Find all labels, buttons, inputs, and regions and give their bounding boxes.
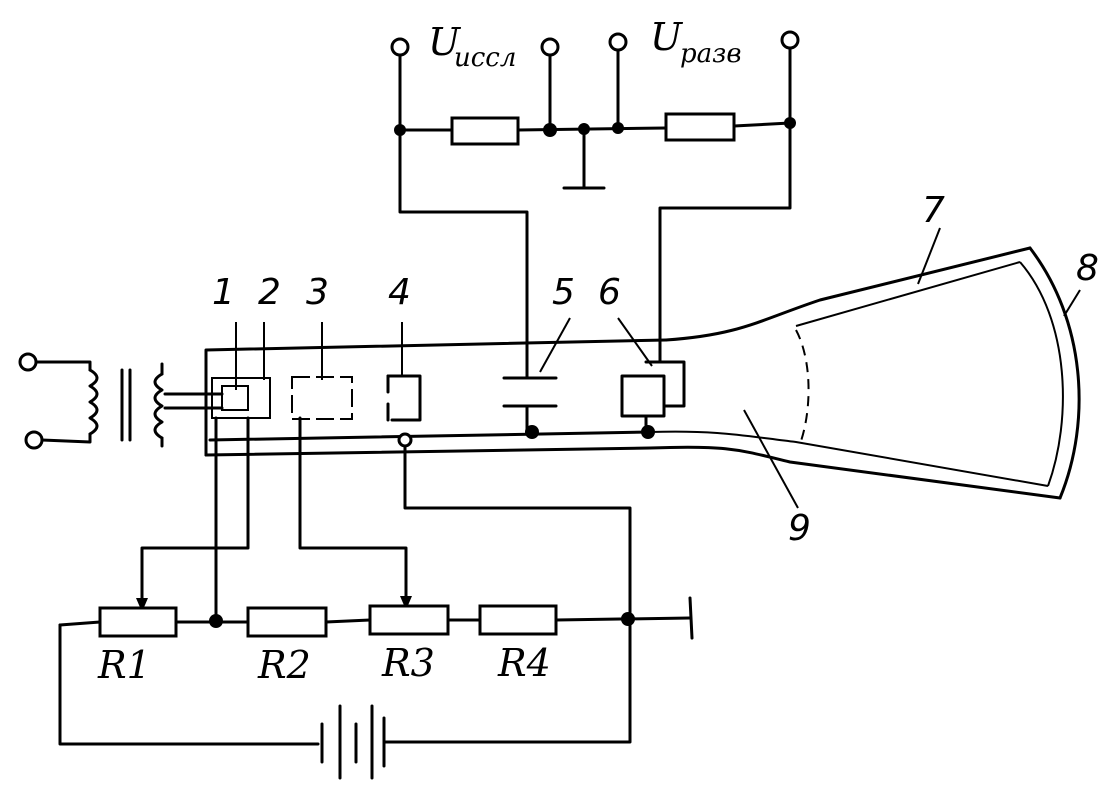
label-r2: R2 [257,643,311,687]
crt-tube [204,246,1081,500]
input-network: U иссл U разв [390,15,800,380]
label-r1: R1 [97,643,151,687]
accelerating-anode [386,374,422,422]
horizontal-deflection-plate-1 [620,374,666,418]
label-8: 8 [1076,248,1099,289]
label-u-investigated-sub: иссл [454,43,516,73]
label-3: 3 [306,272,329,313]
transformer-terminal-top [18,352,38,372]
filament-transformer [18,352,224,450]
resistor-investigated [450,116,520,146]
resistor-r2 [246,606,328,638]
transformer-terminal-bottom [24,430,44,450]
screen-inner [1019,261,1064,487]
terminal-u-investigated-right [540,37,560,57]
label-6: 6 [598,272,621,313]
transformer-primary-coil [88,368,99,436]
fluorescent-screen [795,329,810,445]
label-7: 7 [922,190,945,231]
component-labels: 1 2 3 4 5 6 7 8 9 [212,190,1099,549]
label-r4: R4 [497,641,551,685]
inner-coating [795,261,1021,327]
ground-symbol-bottom [688,596,694,640]
terminal-u-sweep-right [780,30,800,50]
label-u-sweep-sub: разв [680,39,741,69]
label-5: 5 [552,272,575,313]
battery [320,704,386,780]
resistor-r4 [478,604,558,636]
label-u-investigated-main: U [428,20,462,64]
cathode-heater [211,377,271,419]
resistor-sweep [664,112,736,142]
label-4: 4 [388,272,411,313]
terminal-u-sweep-left [608,32,628,52]
transformer-secondary-coil [153,372,164,440]
label-1: 1 [212,272,235,313]
label-r3: R3 [381,641,435,685]
resistor-r1 [98,606,178,638]
voltage-divider: R1 R2 R3 R4 [58,416,694,780]
label-9: 9 [788,508,811,549]
label-2: 2 [258,272,281,313]
focusing-anode [291,376,353,420]
resistor-r3 [368,604,450,636]
label-u-sweep-main: U [650,15,684,59]
terminal-u-investigated-left [390,37,410,57]
